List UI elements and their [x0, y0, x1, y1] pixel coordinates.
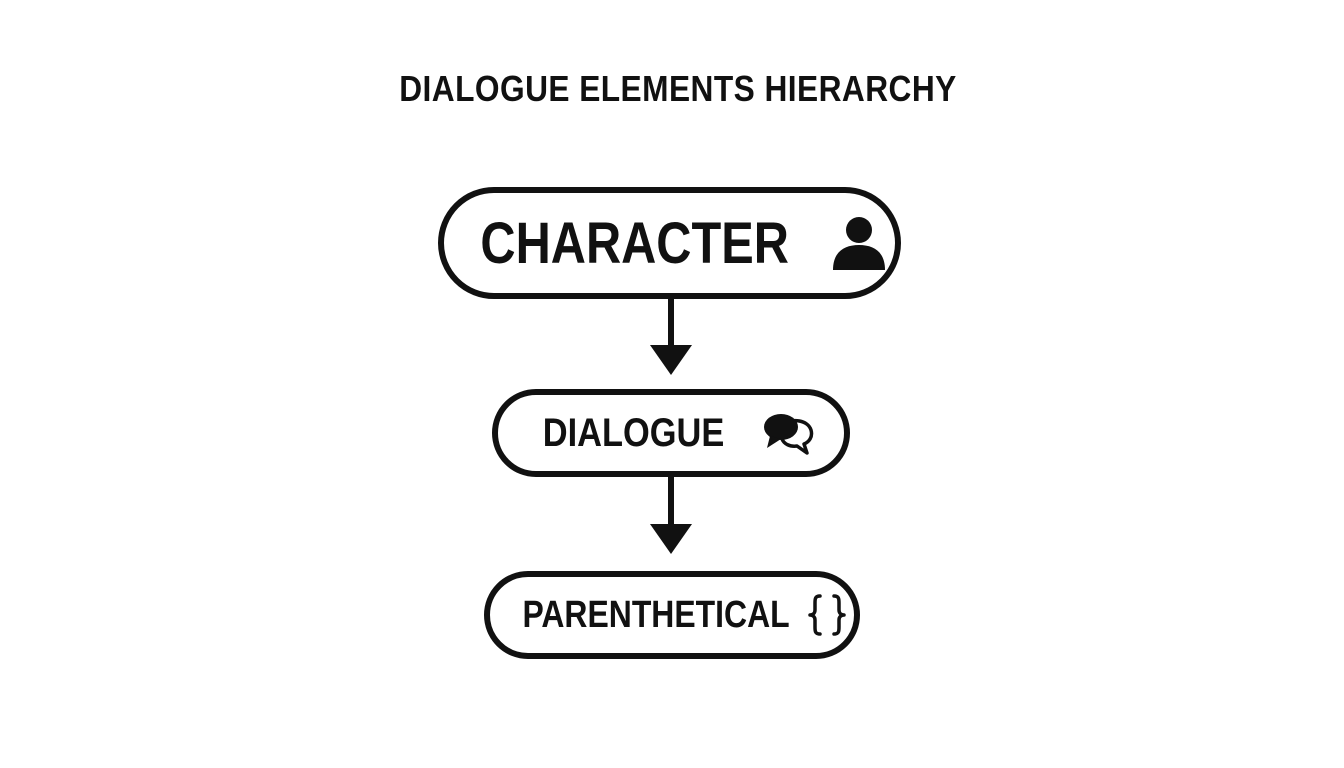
arrow-character-to-dialogue	[650, 298, 692, 375]
node-parenthetical: PARENTHETICAL	[484, 571, 860, 659]
node-dialogue-label: DIALOGUE	[543, 410, 725, 455]
node-parenthetical-label: PARENTHETICAL	[522, 593, 790, 636]
braces-icon	[808, 594, 846, 636]
node-character: CHARACTER	[438, 187, 901, 299]
node-dialogue: DIALOGUE	[492, 389, 850, 477]
diagram-title: DIALOGUE ELEMENTS HIERARCHY	[399, 68, 957, 109]
speech-bubbles-icon	[763, 414, 813, 455]
node-character-label: CHARACTER	[480, 210, 789, 276]
person-icon	[833, 217, 886, 270]
arrow-dialogue-to-parenthetical	[650, 476, 692, 554]
